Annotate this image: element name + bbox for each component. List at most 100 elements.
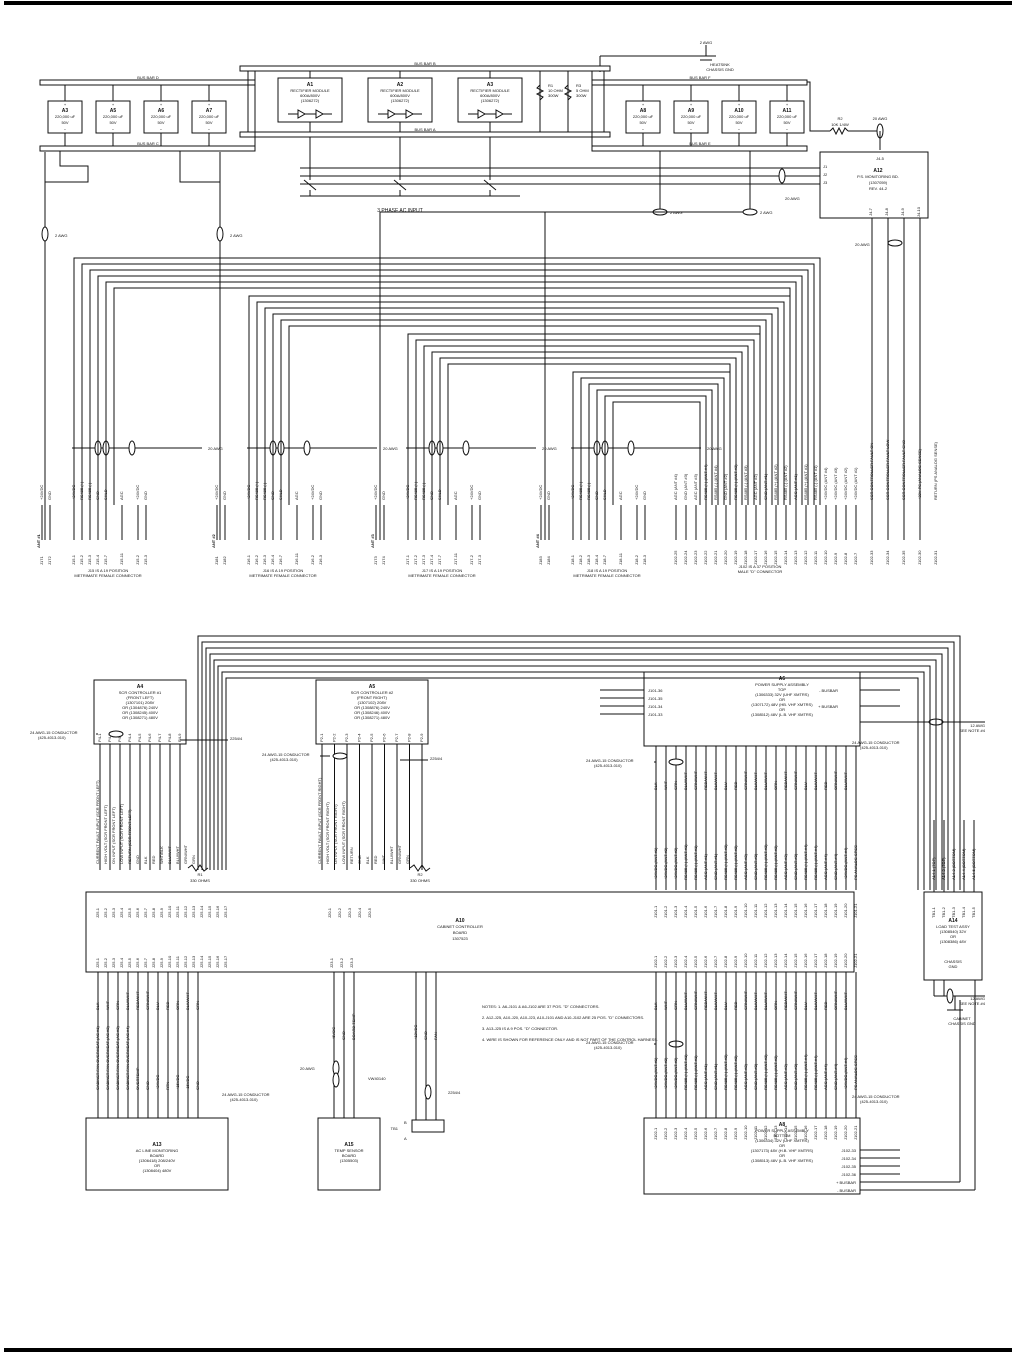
conductor-callout: 24 AWG-15 CONDUCTOR: [852, 740, 900, 745]
j25-top-pin: J25-4: [119, 907, 124, 918]
ps-bottom-signal-label: RS485 (-) (ANT #4): [813, 1055, 818, 1090]
harness-conductor: [73, 257, 821, 505]
ps-bottom-pin: J102-4: [683, 1127, 688, 1140]
scr-controller-1-text: SCR CONTROLLER #1: [119, 690, 162, 695]
ac-wire-color: BLK/WHT: [185, 992, 190, 1010]
resistor-r2-bottom-value: 330 OHMS: [410, 878, 430, 883]
ps-bottom-signal-label: +24VDC (ANT #4): [843, 1057, 848, 1090]
ps-assembly-top: [643, 671, 861, 747]
scr1-wire-label: LOW INPUT (SCR FRONT LEFT): [119, 803, 124, 864]
connector-pin-label: J18-3: [642, 554, 647, 565]
ps-assembly-top-text: (1308512) 48V (L.B. VHF XMTRS): [751, 712, 813, 717]
cable-bundle-marker: [108, 730, 124, 738]
connector-signal-label: +24VDC: [310, 485, 315, 500]
capacitor-polarity: +: [208, 102, 211, 107]
wire-color-label: BLK: [653, 782, 658, 790]
j25-top-pin: J25-14: [199, 905, 204, 918]
j101-pin: J101-3: [673, 905, 678, 918]
tb1-terminal-b: B: [404, 1120, 407, 1125]
wire-color-label: RED: [733, 1001, 738, 1010]
tb1-label: TB1: [391, 1126, 399, 1131]
wire-color-label: GRN/WHT: [693, 770, 698, 790]
connector-subtitle: METRIMATE FEMALE CONNECTOR: [573, 573, 640, 578]
j20-top-pin: J20-3: [347, 907, 352, 918]
ps-bottom-side-pin: J102-36: [842, 1172, 857, 1177]
cabinet-controller-name: CABINET CONTROLLER: [437, 924, 483, 929]
scr1-wire-label: GND: [135, 855, 140, 864]
connector-signal-label: AGC: [294, 491, 299, 500]
cable-bundle-marker: [128, 440, 136, 456]
ps-signal-label: RS485 (-) (ANT #1): [693, 845, 698, 880]
rectifier-rating: 600A/800V: [300, 93, 320, 98]
capacitor-id: A10: [734, 108, 743, 114]
capacitor-value: 220,000 uF: [729, 114, 750, 119]
j23-bottom-pin: J23-1: [329, 957, 334, 968]
j20-top-pin: J20-1: [327, 907, 332, 918]
bus-bar-a-label: BUS BAR A: [414, 127, 435, 132]
resistor-r1-label: 10 OHM: [548, 88, 563, 93]
ps-signal-label: +24VDC (ANT #1): [653, 847, 658, 880]
connector-pin-label: J15-3: [143, 554, 148, 565]
conductor-part-callout: (425-4013-010): [860, 1099, 888, 1104]
ps-bottom-pin: J102-12: [763, 1125, 768, 1140]
capacitor-id: A11: [783, 108, 792, 114]
capacitor-value: 220,000 uF: [151, 114, 172, 119]
harness-loop: [201, 641, 955, 890]
j101-pin: J101-6: [703, 905, 708, 918]
j102-signal-label: RS485 (-) (ANT #1): [813, 465, 818, 500]
ps-bottom-pin: J102-7: [713, 1127, 718, 1140]
ac-wire-color: RED: [165, 1001, 170, 1010]
harness-conductor: [272, 313, 773, 505]
ac-input-switch: [303, 179, 317, 191]
ps-bottom-signal-label: AGC (ANT #2): [743, 1063, 748, 1090]
j101-pin: J101-21: [853, 903, 858, 918]
ps-signal-label: GND (ANT #3): [793, 853, 798, 880]
harness-conductor: [423, 345, 749, 505]
ps-signal-label: PS ANALOG SPEC: [853, 845, 858, 880]
capacitor-value: 220,000 uF: [777, 114, 798, 119]
conductor-part-callout: (425-4013-010): [860, 745, 888, 750]
scr-controller-1-pin: P4-1: [97, 733, 102, 742]
j102-pin-label: J102-21: [713, 550, 718, 565]
j102-cc-pin: J102-15: [793, 953, 798, 968]
ac-line-board-id: A13: [152, 1142, 161, 1148]
harness-conductor: [248, 295, 791, 505]
ground-label-chassis: CHASSIS GND: [706, 67, 734, 72]
wire-color-label: ORN/WHT: [833, 990, 838, 1010]
j101-pin: J101-14: [783, 903, 788, 918]
scr2-wire-label: WHT: [381, 854, 386, 864]
ps-assembly-top-text: (1306333) 32V (UHF XMTRS): [755, 692, 809, 697]
harness-loop: [205, 647, 949, 890]
ps-bottom-signal-label: GND (ANT #2): [753, 1063, 758, 1090]
cable-bundle-marker: [742, 208, 758, 216]
connector-pin-label: J16-4: [270, 554, 275, 565]
j20-top-pin: J20-2: [337, 907, 342, 918]
scr-controller-1-pin: P4-2: [107, 733, 112, 742]
ps-board-port: J4-9: [900, 207, 905, 216]
connector-pin-label: J17-4: [429, 554, 434, 565]
ps-bottom-pin: J102-1: [653, 1127, 658, 1140]
j25-bottom-pin: J25-16: [215, 955, 220, 968]
wire-color-label: RED/WHT: [703, 991, 708, 1010]
diode-symbol: [315, 109, 325, 119]
capacitor-a6: [143, 100, 179, 134]
ps-monitoring-board: [819, 151, 929, 219]
ps-signal-label: GND (ANT #2): [753, 853, 758, 880]
j102-signal-label: +24VDC (ANT #3): [833, 467, 838, 500]
ps-signal-label: +24VDC (ANT #4): [843, 847, 848, 880]
harness-conductor: [612, 401, 701, 505]
scr-controller-2-text: (1307102) 208V: [358, 700, 387, 705]
j25-top-pin: J25-7: [143, 907, 148, 918]
ps-bottom-signal-label: +24VDC (ANT #2): [663, 1057, 668, 1090]
bus-bar-d: [39, 79, 256, 86]
connector-pin-label: J173: [373, 556, 378, 565]
load-test-text: (1308386) 48V: [940, 939, 967, 944]
j25-bottom-pin: J25-17: [223, 955, 228, 968]
r2-feed-wire: [807, 81, 830, 132]
j25-top-pin: J25-8: [151, 907, 156, 918]
j20-top-pin: J20-4: [357, 907, 362, 918]
harness-conductor: [89, 269, 809, 505]
ps-bottom-pin: J102-16: [803, 1125, 808, 1140]
wire-color-label: BLU/WHT: [843, 991, 848, 1010]
